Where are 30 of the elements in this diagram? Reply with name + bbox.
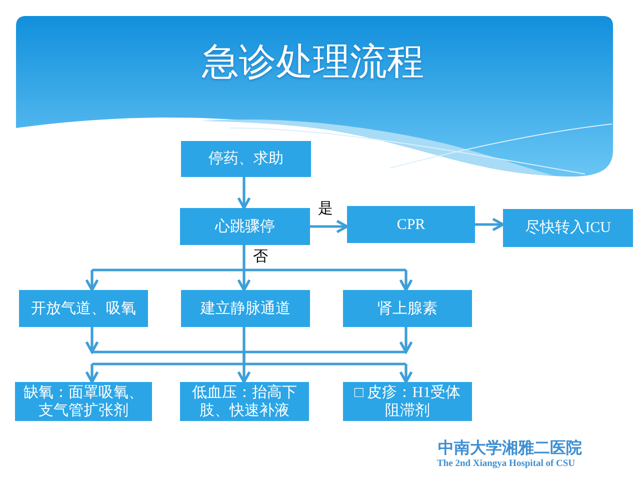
branching-arrow — [85, 245, 413, 292]
arrow — [237, 177, 251, 210]
edge-label: 否 — [252, 248, 269, 265]
step-label: 肾上腺素 — [378, 300, 438, 318]
process-box — [343, 382, 472, 421]
step-label: 心跳骤停 — [215, 218, 275, 236]
process-box — [15, 382, 152, 421]
arrow — [310, 220, 348, 234]
step-label: □ 皮疹：H1受体阻滞剂 — [353, 384, 462, 420]
process-box — [19, 290, 148, 327]
process-box — [347, 206, 475, 243]
institution-name: 中南大学湘雅二医院 — [438, 440, 582, 458]
step-label: 停药、求助 — [208, 150, 284, 168]
process-box — [180, 382, 309, 421]
process-box — [180, 208, 310, 245]
edge-label: 是 — [317, 200, 334, 217]
process-box — [181, 290, 310, 327]
process-box — [503, 209, 633, 247]
step-label: 开放气道、吸氧 — [31, 300, 136, 318]
process-box — [181, 141, 311, 177]
institution-name-english: The 2nd Xiangya Hospital of CSU — [437, 459, 576, 470]
process-box — [343, 290, 472, 327]
slide-title: 急诊处理流程 — [202, 40, 424, 84]
step-label: 缺氧：面罩吸氧、支气管扩张剂 — [22, 384, 144, 420]
step-label: 低血压：抬高下肢、快速补液 — [191, 384, 298, 420]
step-label: CPR — [396, 216, 426, 234]
step-label: 建立静脉通道 — [200, 300, 290, 318]
step-label: 尽快转入ICU — [525, 219, 611, 237]
arrow — [475, 218, 504, 232]
branching-arrow — [85, 327, 413, 384]
